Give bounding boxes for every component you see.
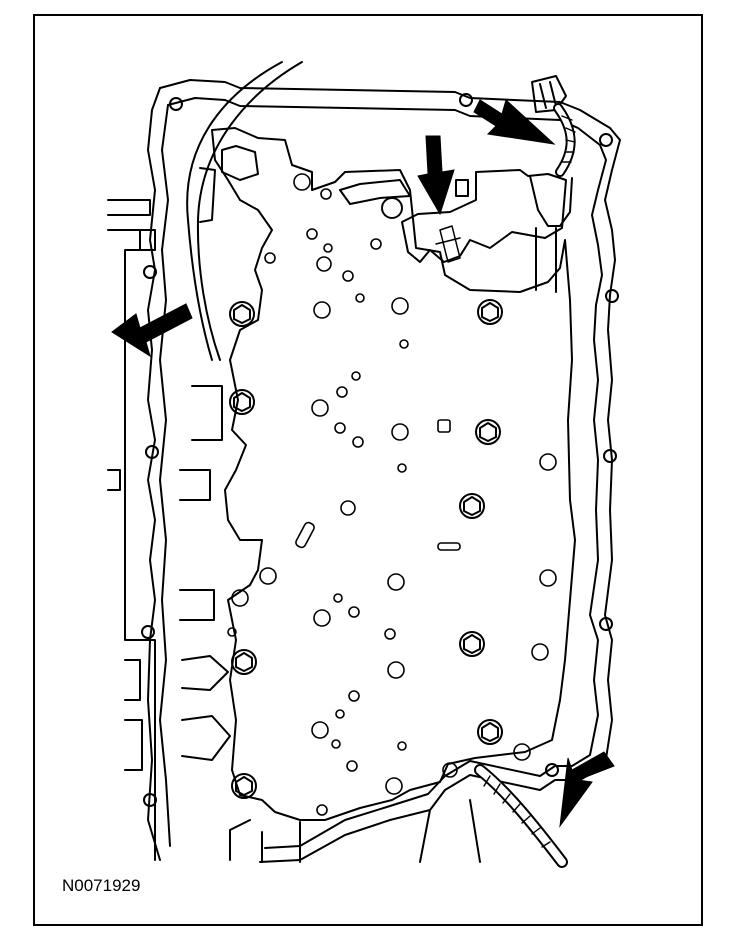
inner-gasket <box>167 97 607 849</box>
figure-id-label: N0071929 <box>62 876 141 895</box>
lower-harness <box>474 764 568 868</box>
callout-arrow-pin <box>417 135 455 216</box>
separator-plate <box>211 127 576 821</box>
loose-wires <box>186 61 303 361</box>
solenoid-connector <box>339 169 573 293</box>
valve-body-bolts <box>229 197 503 799</box>
callout-arrow-harness-connector <box>473 99 556 145</box>
callout-arrow-lower-harness <box>559 751 615 828</box>
left-housing <box>107 199 156 861</box>
gasket-bolt-holes <box>141 93 619 807</box>
wiring-harness <box>531 75 576 177</box>
valve-body-holes <box>227 173 557 816</box>
callout-arrow-wires <box>111 303 193 358</box>
